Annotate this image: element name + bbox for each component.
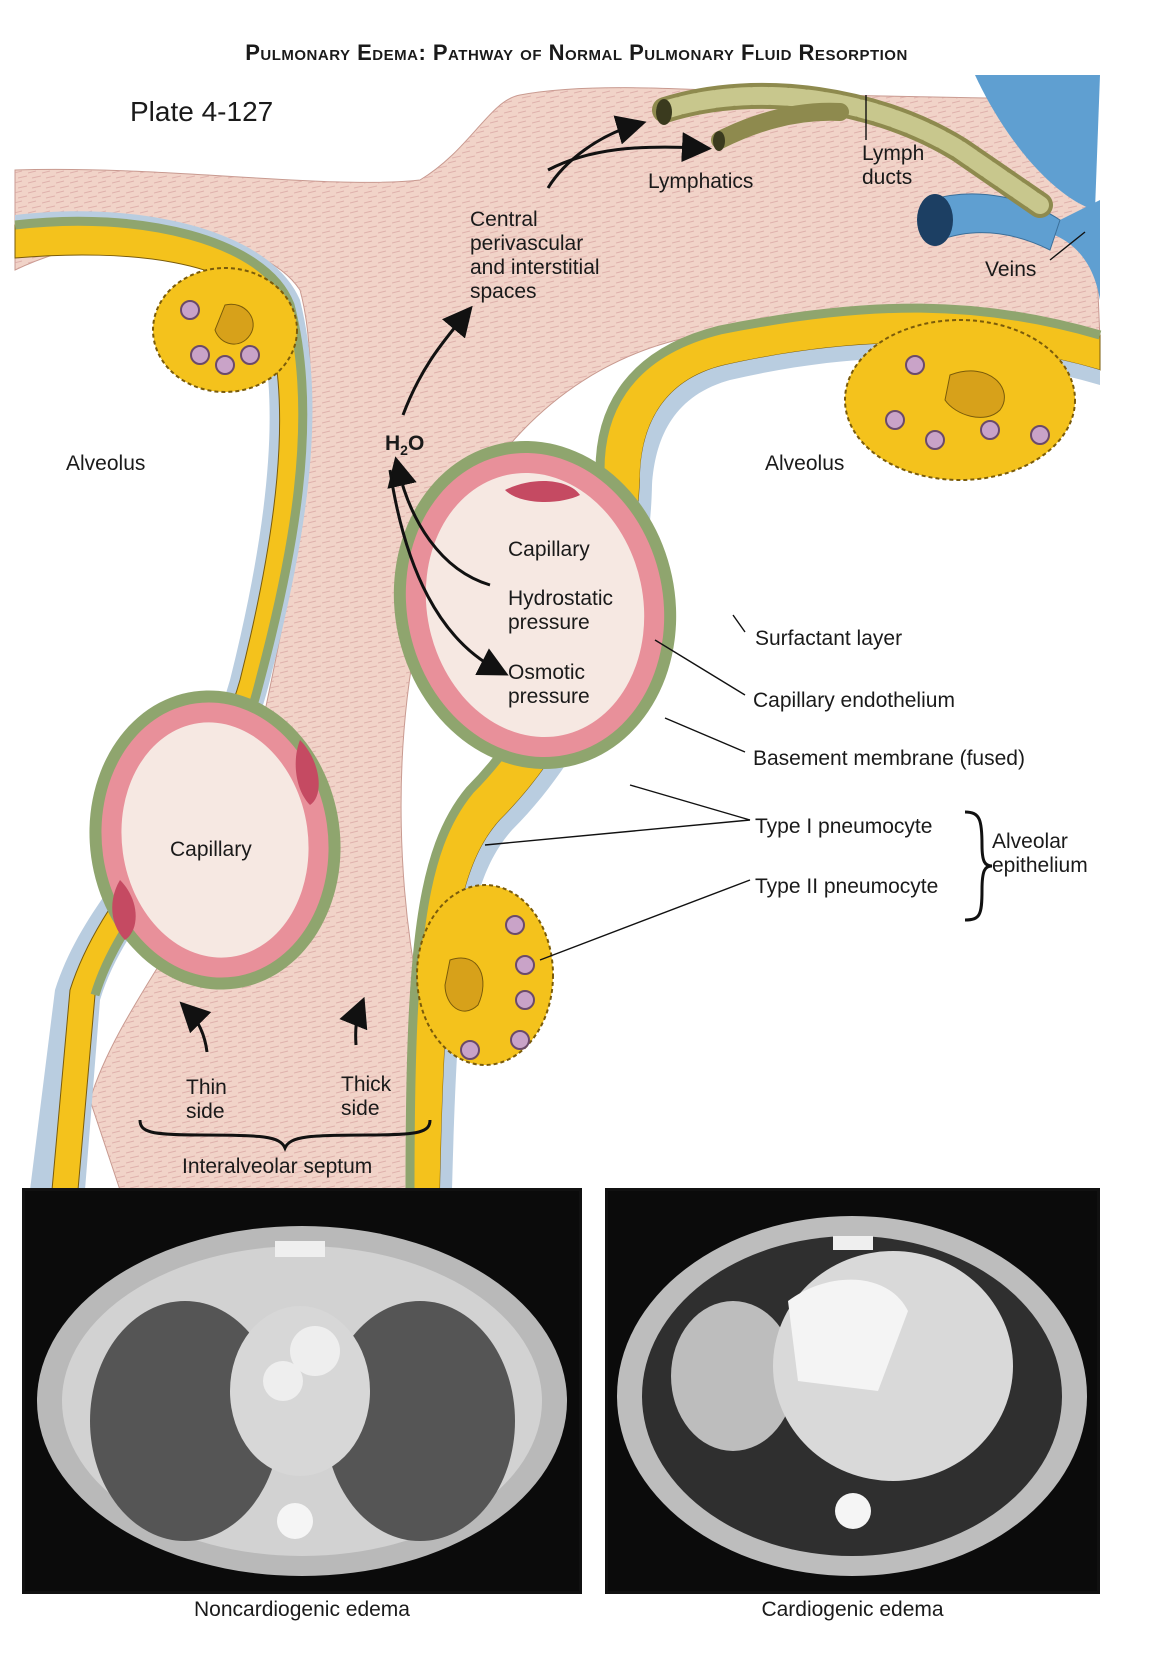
arrow-osmotic — [388, 469, 509, 676]
leader-type1-b — [484, 819, 751, 846]
label-h2o: H2O — [385, 432, 424, 462]
flow-arrows — [179, 115, 712, 1053]
label-interalveolar-septum: Interalveolar septum — [182, 1155, 373, 1178]
label-central-line4: spaces — [470, 280, 537, 303]
type-ii-pneumocytes — [152, 267, 1076, 1066]
label-alveolar-epithelium-line1: Alveolar — [992, 830, 1068, 853]
arrow-thin-side — [179, 1001, 212, 1053]
label-lymph-ducts-line1: Lymph — [862, 142, 925, 165]
caption-cardiogenic: Cardiogenic edema — [761, 1598, 944, 1621]
arrow-to-upper-lymph — [546, 115, 647, 189]
label-alveolus-right: Alveolus — [765, 452, 845, 475]
label-lymph-ducts-line2: ducts — [862, 166, 913, 189]
label-osmotic-line2: pressure — [508, 685, 590, 708]
braces — [138, 810, 993, 1152]
label-central-line3: and interstitial — [470, 256, 600, 279]
label-thick-side-line2: side — [341, 1097, 380, 1120]
plate-number: Plate 4-127 — [130, 96, 274, 127]
label-thin-side: Thin side — [186, 1076, 227, 1124]
label-alveolus-left: Alveolus — [66, 452, 146, 475]
label-capillary-upper: Capillary — [508, 538, 590, 561]
label-central-spaces: Central perivascular and interstitial sp… — [470, 208, 600, 304]
arrow-hydrostatic — [387, 456, 491, 587]
arrow-h2o-up — [401, 305, 473, 416]
leader-surfactant — [732, 614, 746, 633]
label-hydrostatic-line2: pressure — [508, 611, 590, 634]
leader-basement — [664, 717, 746, 753]
label-type1-pneumocyte: Type I pneumocyte — [755, 815, 933, 838]
leader-type1-a — [629, 784, 751, 821]
leader-lines — [484, 95, 1086, 961]
caption-noncardiogenic: Noncardiogenic edema — [194, 1598, 410, 1621]
ct-scan-cardiogenic-graphic — [617, 1216, 1087, 1576]
label-basement-membrane: Basement membrane (fused) — [753, 747, 1025, 770]
label-osmotic: Osmotic pressure — [508, 661, 590, 709]
label-alveolar-epithelium: Alveolar epithelium — [992, 830, 1088, 878]
label-h2o-o: O — [407, 432, 425, 455]
label-h2o-h: H — [385, 432, 401, 455]
epithelium-brace — [964, 810, 993, 922]
label-capillary-endothelium: Capillary endothelium — [753, 689, 955, 712]
ct-image-noncardiogenic — [22, 1188, 582, 1594]
plate-title: Pulmonary Edema: Pathway of Normal Pulmo… — [245, 40, 908, 65]
label-lymphatics: Lymphatics — [648, 170, 754, 193]
ct-image-cardiogenic — [605, 1188, 1100, 1594]
capillary-lower-graphic — [89, 690, 341, 990]
label-h2o-sub: 2 — [400, 442, 408, 459]
label-thin-side-line2: side — [186, 1100, 225, 1123]
label-lymph-ducts: Lymph ducts — [862, 142, 924, 190]
label-thick-side: Thick side — [341, 1073, 391, 1121]
leader-veins — [1049, 231, 1086, 261]
ct-scan-noncardiogenic-graphic — [37, 1226, 567, 1576]
leader-endothelium — [654, 639, 746, 696]
label-surfactant-layer: Surfactant layer — [755, 627, 903, 650]
leader-type2 — [539, 879, 751, 961]
label-thick-side-line1: Thick — [341, 1073, 392, 1096]
label-type2-pneumocyte: Type II pneumocyte — [755, 875, 939, 898]
arrow-thick-side — [339, 996, 368, 1046]
label-osmotic-line1: Osmotic — [508, 661, 586, 684]
label-veins: Veins — [985, 258, 1037, 281]
label-central-line1: Central — [470, 208, 538, 231]
label-thin-side-line1: Thin — [186, 1076, 227, 1099]
lymph-ducts-graphic — [652, 82, 1053, 218]
label-capillary-lower: Capillary — [170, 838, 252, 861]
label-hydrostatic: Hydrostatic pressure — [508, 587, 613, 635]
veins-graphic — [917, 75, 1100, 300]
arrow-to-lymphatics — [547, 132, 712, 172]
septum-brace — [138, 1119, 432, 1152]
label-central-line2: perivascular — [470, 232, 584, 255]
capillary-upper-graphic — [393, 441, 677, 769]
label-hydrostatic-line1: Hydrostatic — [508, 587, 614, 610]
label-alveolar-epithelium-line2: epithelium — [992, 854, 1088, 877]
